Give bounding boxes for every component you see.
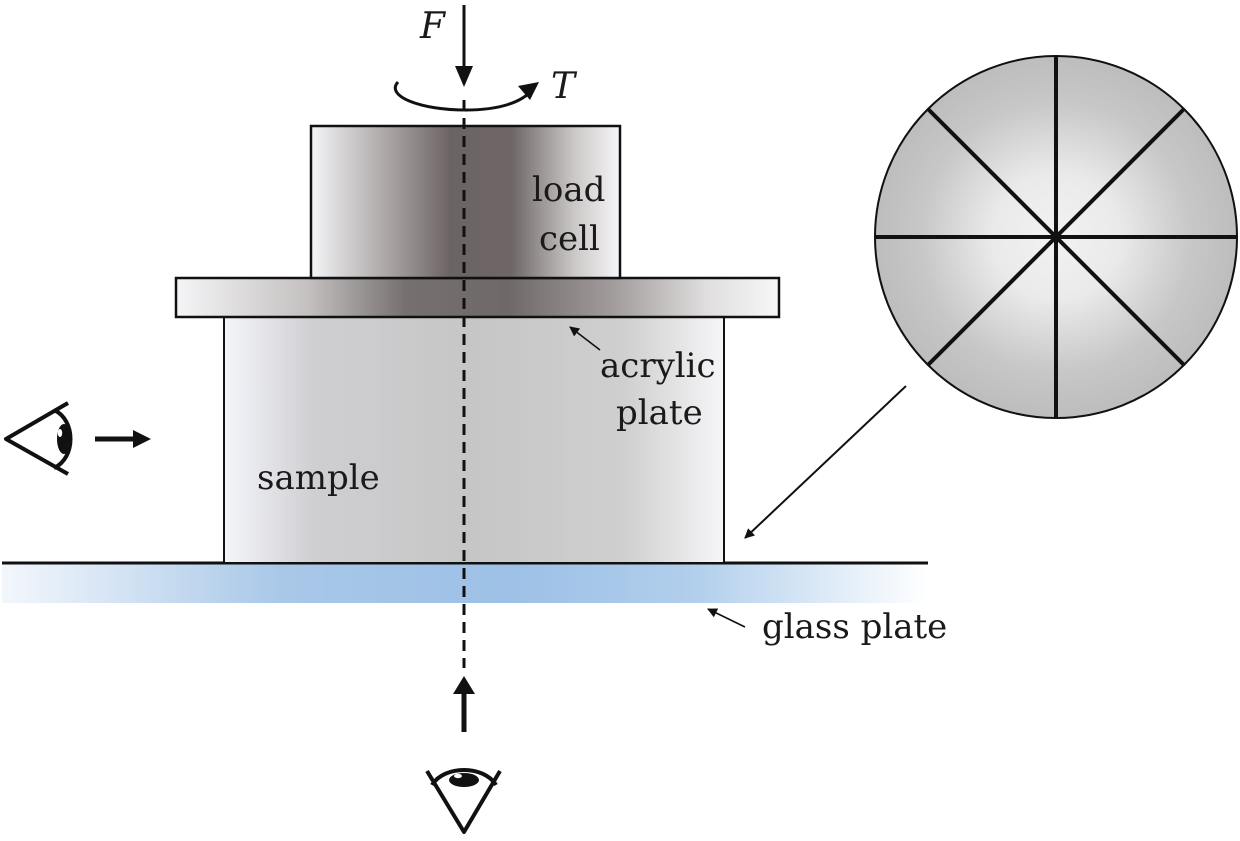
torque-label: T (551, 66, 578, 107)
torque-arrow-head (518, 82, 539, 100)
sample-block (223, 316, 725, 564)
bottom-eye-icon (425, 768, 502, 834)
top-view-disk (874, 55, 1238, 419)
glass-leader-arrow (707, 608, 746, 628)
load-cell-label-line2: cell (539, 219, 600, 259)
acrylic-plate (174, 276, 781, 319)
force-arrow-head (455, 66, 473, 87)
glass-plate-label: glass plate (762, 607, 947, 647)
top-view-leader-arrow (744, 385, 907, 539)
force-label: F (419, 6, 447, 47)
load-cell-label-line1: load (532, 170, 605, 210)
sample-label: sample (257, 458, 380, 498)
side-eye-icon (4, 401, 73, 476)
acrylic-plate-label-line2: plate (616, 393, 703, 433)
acrylic-leader-arrow (569, 326, 601, 351)
bottom-view-arrow-head (453, 676, 475, 694)
torque-arrow (393, 80, 534, 112)
side-view-arrow-head (133, 430, 151, 448)
acrylic-plate-label-line1: acrylic (600, 346, 716, 386)
